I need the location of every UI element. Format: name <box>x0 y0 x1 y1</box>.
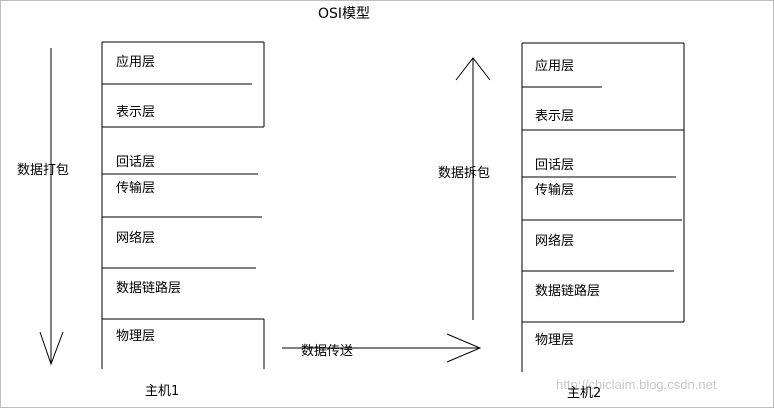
transfer-arrow <box>282 333 482 363</box>
host1-layer-presentation: 表示层 <box>116 105 156 120</box>
host2-layer-physical: 物理层 <box>535 333 575 348</box>
host1-layer-physical: 物理层 <box>116 329 156 344</box>
pack-arrow <box>39 48 64 366</box>
host2-layer-datalink: 数据链路层 <box>535 284 601 299</box>
host2-layer-application: 应用层 <box>535 59 575 74</box>
watermark: http://chiclaim.blog.csdn.net <box>556 377 717 392</box>
host2-layer-network: 网络层 <box>535 234 575 249</box>
host1-label: 主机1 <box>145 384 180 399</box>
host1-layer-session: 回话层 <box>116 155 156 170</box>
diagram-title: OSI模型 <box>318 6 371 22</box>
unpack-label: 数据拆包 <box>438 166 491 181</box>
host2-layer-presentation: 表示层 <box>535 109 575 124</box>
host1-stack <box>101 41 265 369</box>
host1-layer-datalink: 数据链路层 <box>116 281 182 296</box>
host1-layer-transport: 传输层 <box>116 181 156 196</box>
host2-label: 主机2 <box>567 386 602 401</box>
host1-layer-application: 应用层 <box>116 55 156 70</box>
host2-layer-transport: 传输层 <box>535 183 575 198</box>
host1-layer-network: 网络层 <box>116 231 156 246</box>
transfer-label: 数据传送 <box>301 344 354 359</box>
host2-layer-session: 回话层 <box>535 158 575 173</box>
unpack-arrow <box>455 57 491 320</box>
pack-label: 数据打包 <box>17 163 70 178</box>
host2-stack <box>521 42 685 372</box>
